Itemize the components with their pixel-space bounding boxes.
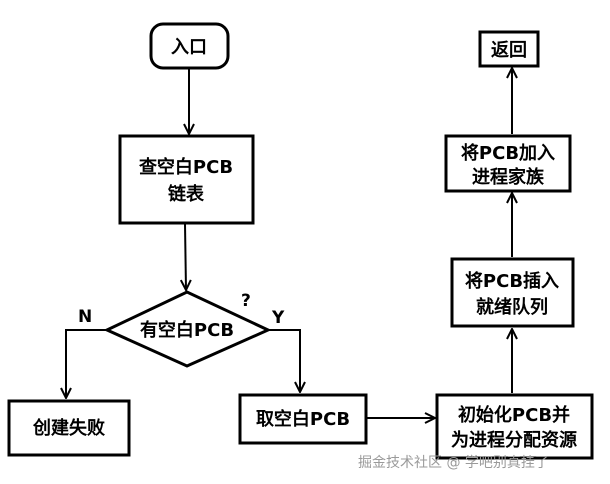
entry-node: 入口 xyxy=(149,22,230,70)
ready-label-line2: 就绪队列 xyxy=(476,296,548,318)
insert-ready-queue-node: 将PCB插入 就绪队列 xyxy=(450,257,575,328)
edge-decision-yes-to-take xyxy=(268,329,300,392)
return-label: 返回 xyxy=(491,40,527,61)
edge-lookup-to-decision xyxy=(185,223,186,290)
create-failed-node: 创建失败 xyxy=(7,399,131,457)
init-pcb-node: 初始化PCB并 为进程分配资源 xyxy=(435,393,594,460)
family-label-line1: 将PCB加入 xyxy=(461,142,555,164)
has-free-pcb-decision: 有空白PCB xyxy=(103,290,272,368)
lookup-free-pcb-node: 查空白PCB 链表 xyxy=(118,134,255,225)
init-label-line1: 初始化PCB并 xyxy=(458,404,570,426)
family-label-line2: 进程家族 xyxy=(472,166,545,188)
return-node: 返回 xyxy=(478,30,540,68)
lookup-label-line2: 链表 xyxy=(168,183,205,205)
decision-question-mark: ? xyxy=(241,291,251,311)
join-process-family-node: 将PCB加入 进程家族 xyxy=(444,134,572,193)
init-label-line2: 为进程分配资源 xyxy=(451,429,577,451)
take-label: 取空白PCB xyxy=(256,408,350,430)
take-free-pcb-node: 取空白PCB xyxy=(238,393,368,445)
decision-label: 有空白PCB xyxy=(140,319,234,341)
lookup-label-line1: 查空白PCB xyxy=(139,156,233,178)
entry-label: 入口 xyxy=(171,37,207,58)
ready-label-line1: 将PCB插入 xyxy=(465,270,559,292)
branch-yes-label: Y xyxy=(271,308,285,328)
watermark-text: 掘金技术社区 @ 学吧别真挂了 xyxy=(358,455,549,471)
fail-label: 创建失败 xyxy=(32,417,105,439)
branch-no-label: N xyxy=(78,307,92,327)
edge-decision-no-to-fail xyxy=(66,329,107,398)
